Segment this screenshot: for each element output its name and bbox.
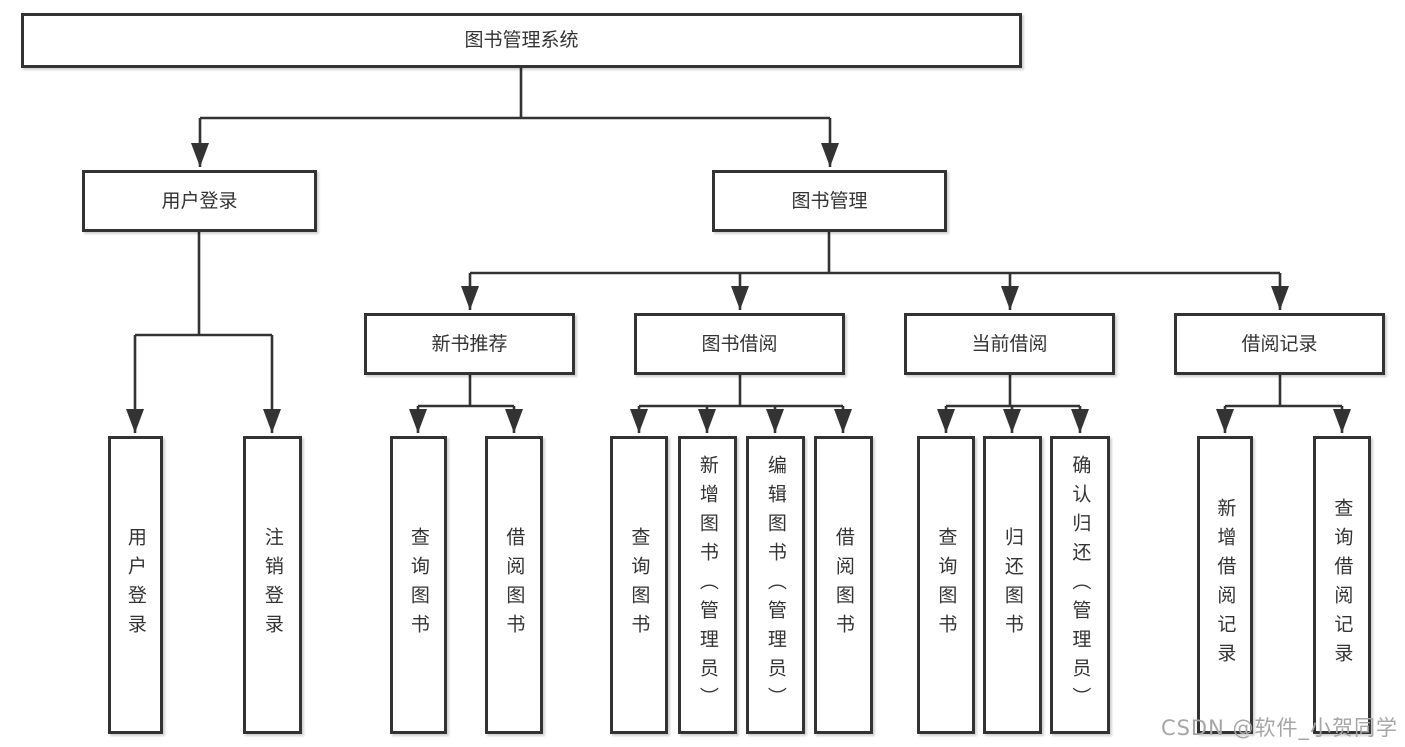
connector-current-split — [946, 375, 1080, 408]
node-current-borrow-label: 当前借阅 — [971, 332, 1048, 355]
connector-records-split — [1225, 375, 1342, 408]
node-user-login-label: 用户登录 — [161, 189, 238, 212]
node-book-borrow-label: 图书借阅 — [701, 332, 778, 355]
leaf-current-query: 查询图书 — [917, 436, 975, 734]
leaf-add-borrow-record-label: 新增借阅记录 — [1214, 498, 1237, 672]
node-current-borrow: 当前借阅 — [904, 313, 1115, 375]
node-borrow-records: 借阅记录 — [1174, 313, 1385, 375]
leaf-borrow-edit-admin-label: 编辑图书（管理员） — [764, 454, 787, 716]
node-new-book-recommend: 新书推荐 — [364, 313, 575, 375]
leaf-return-book: 归还图书 — [983, 436, 1042, 734]
node-root-label: 图书管理系统 — [464, 29, 579, 52]
leaf-current-query-label: 查询图书 — [935, 527, 958, 643]
connector-root-split — [200, 68, 830, 120]
leaf-user-login-label: 用户登录 — [124, 527, 147, 643]
leaf-borrow-book: 借阅图书 — [814, 436, 873, 734]
leaf-add-borrow-record: 新增借阅记录 — [1197, 436, 1253, 734]
leaf-newbooks-query-label: 查询图书 — [407, 527, 430, 643]
node-user-login: 用户登录 — [82, 170, 317, 232]
connector-mgmt-split — [470, 232, 1280, 275]
leaf-user-login: 用户登录 — [108, 436, 163, 734]
node-root: 图书管理系统 — [21, 13, 1022, 68]
leaf-newbooks-query: 查询图书 — [390, 436, 447, 734]
leaf-newbooks-borrow-label: 借阅图书 — [503, 527, 526, 643]
connector-borrow-split — [639, 375, 843, 408]
leaf-logout-label: 注销登录 — [261, 527, 284, 643]
node-borrow-records-label: 借阅记录 — [1241, 332, 1318, 355]
leaf-borrow-query-label: 查询图书 — [628, 527, 651, 643]
leaf-borrow-add-admin-label: 新增图书（管理员） — [696, 454, 719, 716]
leaf-return-book-label: 归还图书 — [1001, 527, 1024, 643]
leaf-borrow-query: 查询图书 — [610, 436, 668, 734]
leaf-borrow-book-label: 借阅图书 — [832, 527, 855, 643]
node-book-management: 图书管理 — [712, 170, 947, 232]
connector-login-split — [135, 232, 272, 337]
connector-newbooks-split — [418, 375, 514, 408]
node-book-borrow: 图书借阅 — [634, 313, 845, 375]
leaf-query-borrow-record-label: 查询借阅记录 — [1331, 498, 1354, 672]
csdn-watermark: CSDN @软件_小贺同学 — [1160, 716, 1398, 740]
node-new-book-recommend-label: 新书推荐 — [431, 332, 508, 355]
leaf-logout: 注销登录 — [243, 436, 302, 734]
leaf-borrow-add-admin: 新增图书（管理员） — [678, 436, 737, 734]
leaf-borrow-edit-admin: 编辑图书（管理员） — [746, 436, 805, 734]
leaf-confirm-return-admin-label: 确认归还（管理员） — [1069, 454, 1092, 716]
node-book-management-label: 图书管理 — [791, 189, 868, 212]
leaf-newbooks-borrow: 借阅图书 — [485, 436, 543, 734]
leaf-confirm-return-admin: 确认归还（管理员） — [1050, 436, 1110, 734]
leaf-query-borrow-record: 查询借阅记录 — [1313, 436, 1371, 734]
